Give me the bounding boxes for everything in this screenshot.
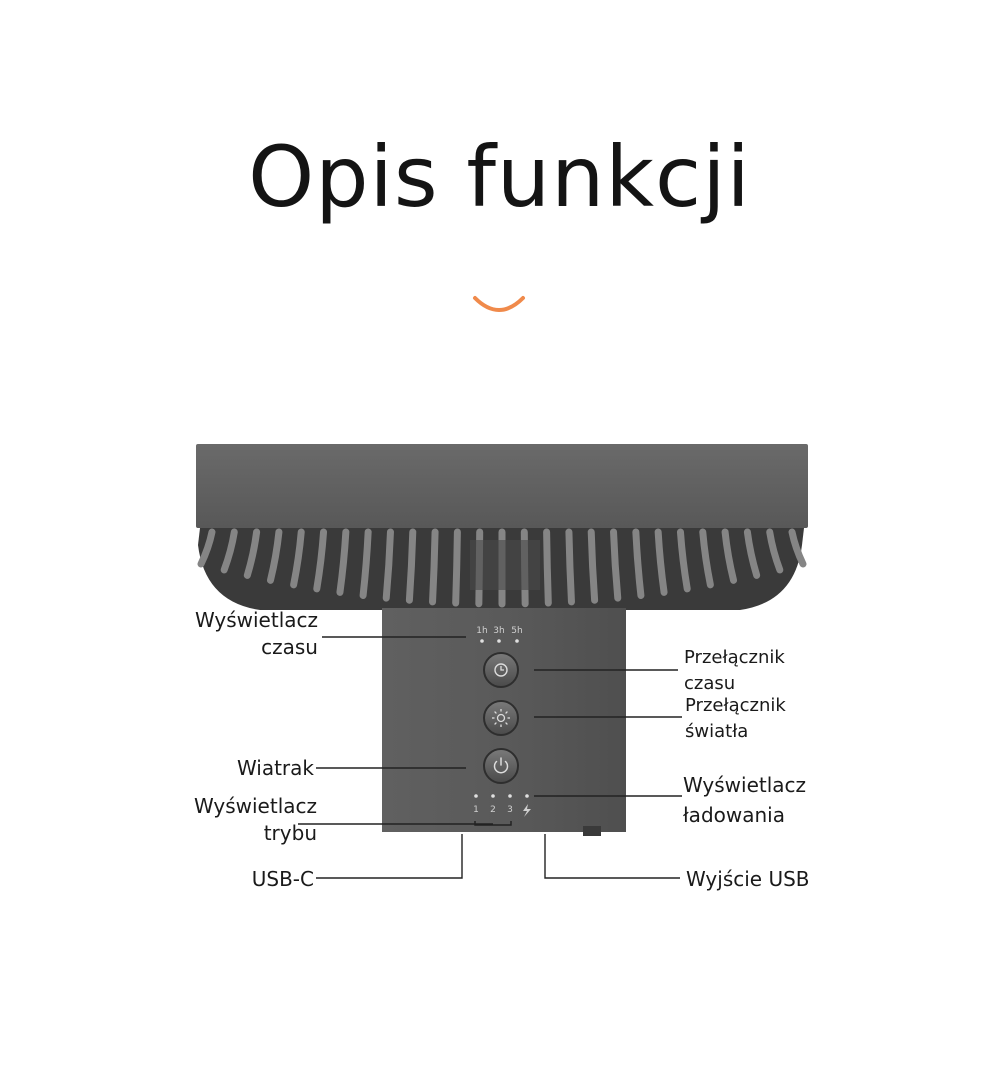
mode-mark: 2 [490,805,496,815]
label-line: ładowania [683,803,785,827]
grille-rib [382,528,394,602]
grille-rib [359,528,372,599]
grille-rib [197,528,216,568]
power-button [483,748,519,784]
grille-rib [654,528,668,596]
label-line: czasu [684,673,736,694]
grille-rib [587,528,599,604]
timer-mark: 3h [493,626,504,636]
smile-accent [473,296,525,312]
grille-rib [266,528,283,584]
label-line: Wyświetlacz [194,608,318,632]
label-fan: Wiatrak [236,756,314,780]
grille-rib [405,528,417,604]
light-button [483,700,519,736]
mode-mark: 1 [473,805,479,815]
grille-rib [676,528,691,593]
lightning-bolt-icon [523,804,531,817]
grille-rib [699,528,714,589]
grille-rib [565,528,575,606]
grille-rib [766,528,784,574]
label-line: światła [685,721,749,742]
mode-mark: 3 [507,805,513,815]
grille-rib [721,528,738,584]
label-charge-display: Wyświetlacz ładowania [683,770,806,830]
fan-head [196,444,808,528]
label-time-display: Wyświetlacz czasu [182,607,318,661]
grille-rib [220,528,238,574]
grille-ribs [197,528,807,608]
clock-icon [494,663,508,677]
grille-rib [243,528,261,579]
label-light-switch: Przełącznik światła [685,693,786,745]
grille-rib [788,528,807,568]
label-mode-display: Wyświetlacz trybu [176,793,317,847]
page-title: Opis funkcji [248,128,751,226]
label-line: Wyświetlacz [683,773,807,797]
grille-rib [290,528,305,589]
grille-rib [543,528,552,607]
label-usb-out: Wyjście USB [686,867,810,891]
timer-mark: 1h [476,626,487,636]
grille-rib [610,528,622,602]
label-line: trybu [263,821,317,845]
timer-mark: 5h [511,626,522,636]
label-line: Przełącznik [684,647,785,668]
grille-rib [313,528,328,593]
grille-rib [743,528,761,579]
label-usb-c: USB-C [251,867,314,891]
grille-rib [429,528,439,606]
grille-rib [452,528,461,607]
label-timer-switch: Przełącznik czasu [684,645,785,697]
power-icon [493,760,509,774]
sun-icon [492,709,510,727]
timer-button [483,652,519,688]
grille-rib [336,528,350,596]
label-line: Przełącznik [685,695,786,716]
label-line: Wyświetlacz [193,794,317,818]
grille-rib [632,528,645,599]
label-line: czasu [261,635,318,659]
